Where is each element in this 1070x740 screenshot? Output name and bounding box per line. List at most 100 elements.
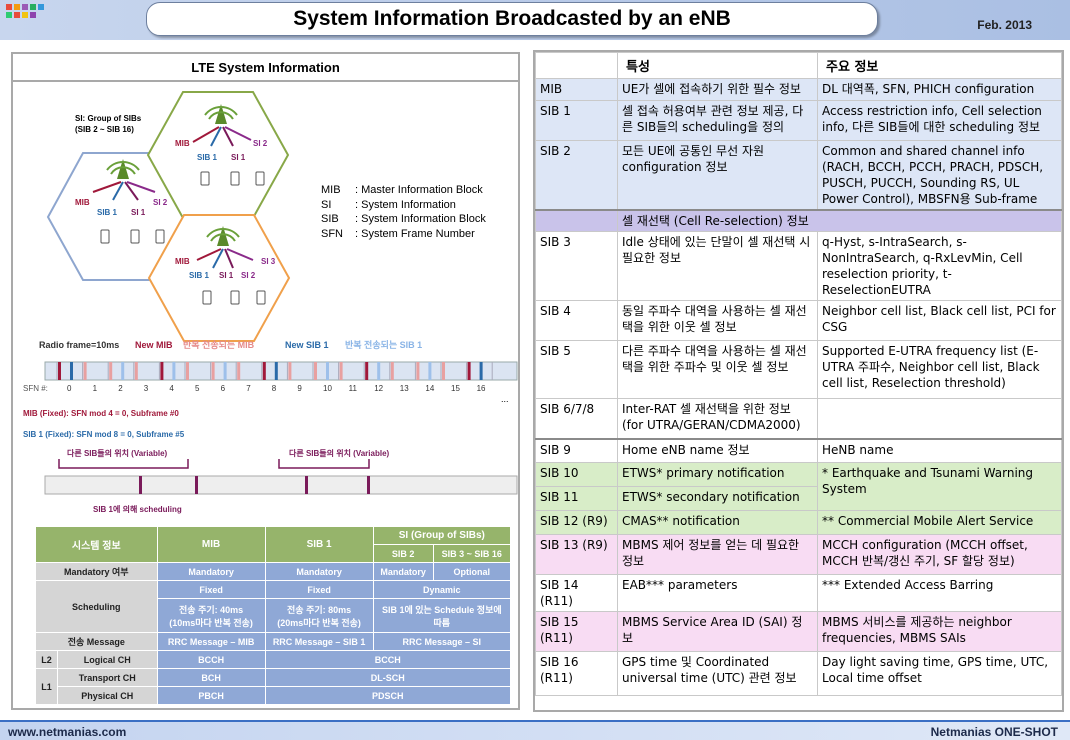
row-label-physical-ch: Physical CH (57, 686, 158, 705)
legend-row: SI: System Information (321, 198, 456, 211)
table-cell: BCCH (156, 650, 266, 669)
sib1-marker (428, 362, 432, 380)
sfn-number: 11 (349, 384, 358, 393)
si-diagram: MIB SIB 1 SI 1 SI 2 MIB SIB 1 SI 1 SI 2 … (23, 91, 518, 514)
table-cell: Mandatory (372, 562, 434, 581)
cell-label-si3: SI 3 (261, 257, 276, 266)
table-cell: 전송 주기: 80ms(20ms마다 반복 전송) (264, 598, 374, 633)
sib-id: SIB 10 (535, 462, 618, 487)
sib-id: SIB 4 (535, 300, 618, 341)
sfn-number: 15 (451, 384, 460, 393)
scheduling-markers (139, 476, 370, 494)
sfn-number: 8 (272, 384, 277, 393)
mib-marker (211, 362, 215, 380)
sib-id: SIB 13 (R9) (535, 534, 618, 575)
table-cell: Fixed (156, 580, 266, 599)
table-cell: PBCH (156, 686, 266, 705)
repeat-sib1-label: 반복 전송되는 SIB 1 (345, 339, 422, 350)
sfn-number: 16 (477, 384, 486, 393)
system-info-comparison-table: 시스템 정보 MIB SIB 1 SI (Group of SIBs) SIB … (35, 526, 512, 705)
sib-info: MCCH configuration (MCCH offset, MCCH 반복… (817, 534, 1062, 575)
header-sib1: SIB 1 (264, 526, 374, 563)
table-cell (535, 209, 618, 232)
legend-row: SFN: System Frame Number (321, 227, 475, 240)
cell-label-si2: SI 2 (253, 139, 268, 148)
cell-label-mib: MIB (175, 139, 190, 148)
sfn-number: 5 (195, 384, 200, 393)
table-cell: Fixed (264, 580, 374, 599)
mib-marker (390, 362, 394, 380)
row-label-l1: L1 (35, 668, 58, 705)
sib-feature: MBMS 제어 정보를 얻는 데 필요한 정보 (617, 534, 818, 575)
sfn-number: 1 (93, 384, 98, 393)
mib-marker (467, 362, 471, 380)
sib-info: Supported E-UTRA frequency list (E-UTRA … (817, 340, 1062, 399)
sib-info: Access restriction info, Cell selection … (817, 100, 1062, 141)
cell-reselection-section-header: 셀 재선택 (Cell Re-selection) 정보 (535, 209, 1062, 232)
sib-id: SIB 5 (535, 340, 618, 399)
enb-antenna-icon (204, 104, 238, 124)
sib-id: SIB 15 (R11) (535, 611, 618, 652)
cell-label-sib1: SIB 1 (189, 271, 210, 280)
mib-marker (134, 362, 138, 380)
new-sib1-label: New SIB 1 (285, 340, 329, 350)
mib-marker (314, 362, 317, 380)
table-cell: Optional (432, 562, 512, 581)
sib-id: MIB (535, 78, 618, 101)
sib-info: ** Commercial Mobile Alert Service (817, 510, 1062, 535)
sib1-marker (223, 362, 227, 380)
cell-label-mib: MIB (75, 198, 90, 207)
sfn-label: SFN #: (23, 384, 48, 393)
sib1-marker (377, 362, 381, 380)
enb-antenna-icon (106, 159, 140, 179)
sib1-scheduling-label: SIB 1에 의해 scheduling (93, 504, 182, 514)
sib-feature: Idle 상태에 있는 단말이 셀 재선택 시 필요한 정보 (617, 231, 818, 301)
abbreviation-legend: MIB: Master Information Block SI: System… (321, 183, 486, 241)
sfn-number: 3 (144, 384, 149, 393)
footer-website-link[interactable]: www.netmanias.com (8, 725, 127, 739)
sib-info: *** Extended Access Barring (817, 574, 1062, 612)
sib1-marker (172, 362, 176, 380)
sfn-number: 0 (67, 384, 72, 393)
sib1-marker (121, 362, 125, 380)
cell-label-si2: SI 2 (153, 198, 168, 207)
column-header-info: 주요 정보 (817, 52, 1062, 79)
new-mib-label: New MIB (135, 340, 173, 350)
footer-brand: Netmanias ONE-SHOT (930, 725, 1058, 739)
mib-marker (365, 362, 369, 380)
sib1-marker (479, 362, 483, 380)
row-label-transport-ch: Transport CH (57, 668, 158, 687)
mib-marker (58, 362, 61, 380)
mib-marker (288, 362, 292, 380)
mib-marker (262, 362, 266, 380)
sfn-number: 7 (246, 384, 251, 393)
sfn-number: 2 (118, 384, 123, 393)
sib-feature: 셀 접속 허용여부 관련 정보 제공, 다른 SIB들의 scheduling을… (617, 100, 818, 141)
sfn-number: 9 (297, 384, 302, 393)
sfn-number: 6 (221, 384, 226, 393)
sib1-marker (70, 362, 73, 380)
table-cell: DL-SCH (264, 668, 512, 687)
sfn-number: 10 (323, 384, 332, 393)
mib-marker (339, 362, 343, 380)
sib-id: SIB 1 (535, 100, 618, 141)
sib-info: Common and shared channel info (RACH, BC… (817, 140, 1062, 211)
header-band: System Information Broadcasted by an eNB… (0, 0, 1070, 40)
sib-feature: ETWS* primary notification (617, 462, 818, 487)
sib-id: SIB 14 (R11) (535, 574, 618, 612)
row-label-mandatory: Mandatory 여부 (35, 562, 158, 581)
table-row: SIB 15 (R11)MBMS Service Area ID (SAI) 정… (535, 611, 1062, 652)
table-cell: 전송 주기: 40ms(10ms마다 반복 전송) (156, 598, 266, 633)
sib-info: * Earthquake and Tsunami Warning System (817, 462, 1062, 511)
mib-marker (160, 362, 164, 380)
sfn-number: 4 (169, 384, 174, 393)
sib-id: SIB 2 (535, 140, 618, 211)
sib-feature: MBMS Service Area ID (SAI) 정보 (617, 611, 818, 652)
row-label-logical-ch: Logical CH (57, 650, 158, 669)
